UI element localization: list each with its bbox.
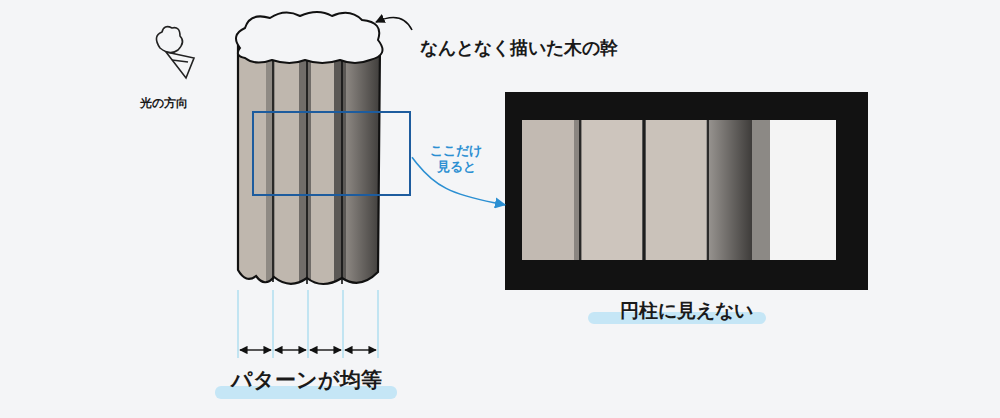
dimension-arrow xyxy=(240,349,271,350)
zoom-stripe xyxy=(706,120,752,260)
guide-line xyxy=(238,290,239,358)
dimension-arrow xyxy=(275,349,306,350)
zoom-inner xyxy=(522,120,836,260)
zoom-stripe xyxy=(574,120,582,260)
zoom-stripe xyxy=(646,120,706,260)
trunk-line xyxy=(306,60,308,284)
trunk-shadow xyxy=(346,40,382,300)
light-bulb xyxy=(156,27,182,53)
trunk-shading xyxy=(266,40,382,300)
guide-line xyxy=(378,290,379,358)
trunk-top xyxy=(236,12,383,63)
guide-line xyxy=(343,290,344,358)
trunk-figure: なんとなく描いた木の幹 xyxy=(238,18,412,286)
zoom-frame xyxy=(505,92,868,290)
light-icon xyxy=(156,27,194,78)
trunk-outline xyxy=(238,45,380,284)
guide-line xyxy=(273,290,274,358)
zoom-stripe xyxy=(582,120,642,260)
zoom-line xyxy=(643,120,645,260)
pattern-label: パターンが均等 xyxy=(207,366,405,394)
trunk-stripe xyxy=(266,40,275,300)
zoom-lines xyxy=(580,120,708,260)
zoom-stripe xyxy=(642,120,646,260)
callout-arrow xyxy=(376,18,412,31)
dimension-arrow xyxy=(310,349,341,350)
zoom-line xyxy=(707,120,709,260)
zoom-line xyxy=(579,120,581,260)
trunk-stripe xyxy=(334,40,346,300)
trunk-stripe xyxy=(299,40,311,300)
zoom-stripes xyxy=(522,120,770,260)
zoom-view: 円柱に見えない xyxy=(505,92,868,290)
edge-label: ここだけ 見ると xyxy=(426,143,486,175)
dimension-arrow xyxy=(345,349,376,350)
guide-lines xyxy=(238,290,378,358)
selection-frame xyxy=(253,112,410,195)
callout-text: なんとなく描いた木の幹 xyxy=(420,36,618,60)
guide-line xyxy=(308,290,309,358)
zoom-stripe xyxy=(522,120,574,260)
trunk-line xyxy=(341,60,343,284)
dimension-arrows xyxy=(240,349,376,350)
trunk-line xyxy=(272,60,274,282)
light-cone xyxy=(166,52,194,78)
zoom-stripe xyxy=(752,120,770,260)
light-label: 光の方向 xyxy=(140,95,210,112)
caption-text: 円柱に見えない xyxy=(505,298,868,324)
light-cone-line xyxy=(172,60,188,62)
trunk-lines xyxy=(273,60,342,284)
